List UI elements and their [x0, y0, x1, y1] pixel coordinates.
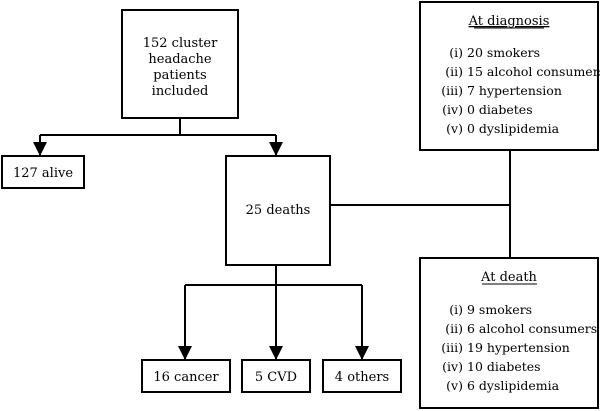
- death-item-text: 10 diabetes: [467, 359, 541, 374]
- diagnosis-item-num: (iv): [442, 102, 463, 117]
- node-deaths: 25 deaths: [225, 155, 331, 266]
- diagnosis-title: At diagnosis: [468, 14, 550, 29]
- death-item-num: (v): [446, 378, 463, 393]
- diagnosis-item-text: 7 hypertension: [467, 83, 562, 98]
- diagnosis-item-text: 0 dyslipidemia: [467, 121, 560, 136]
- death-item-num: (ii): [445, 321, 463, 336]
- diagnosis-item-text: 20 smokers: [467, 45, 540, 60]
- included-line-1: 152 cluster: [143, 36, 218, 51]
- death-item-text: 19 hypertension: [467, 340, 570, 355]
- node-at-diagnosis: At diagnosis (i) 20 smokers (ii) 15 alco…: [419, 1, 600, 151]
- alive-label: 127 alive: [13, 166, 73, 181]
- node-at-death: At death (i) 9 smokers (ii) 6 alcohol co…: [419, 257, 599, 409]
- diagnosis-item-num: (i): [449, 45, 463, 60]
- death-item-text: 6 alcohol consumers: [467, 321, 597, 336]
- connectors: [33, 118, 511, 360]
- death-item-num: (iv): [442, 359, 463, 374]
- cancer-label: 16 cancer: [153, 370, 219, 385]
- node-alive: 127 alive: [1, 155, 85, 189]
- node-others: 4 others: [322, 359, 402, 393]
- diagnosis-item-num: (iii): [441, 83, 463, 98]
- diagnosis-item-num: (ii): [445, 64, 463, 79]
- included-line-2: headache: [148, 52, 212, 67]
- diagnosis-item-num: (v): [446, 121, 463, 136]
- death-list: (i) 9 smokers (ii) 6 alcohol consumers (…: [441, 302, 597, 393]
- included-line-4: included: [152, 84, 209, 99]
- included-line-3: patients: [153, 68, 206, 83]
- diagnosis-item-text: 15 alcohol consumers: [467, 64, 600, 79]
- death-item-text: 9 smokers: [467, 302, 532, 317]
- node-cvd: 5 CVD: [241, 359, 311, 393]
- diagnosis-item-text: 0 diabetes: [467, 102, 533, 117]
- cvd-label: 5 CVD: [255, 370, 297, 385]
- deaths-label: 25 deaths: [246, 203, 311, 218]
- death-item-num: (i): [449, 302, 463, 317]
- death-item-num: (iii): [441, 340, 463, 355]
- death-title: At death: [480, 270, 538, 285]
- diagnosis-list: (i) 20 smokers (ii) 15 alcohol consumers…: [441, 45, 600, 136]
- node-cancer: 16 cancer: [141, 359, 231, 393]
- node-included: 152 cluster headache patients included: [121, 9, 239, 119]
- others-label: 4 others: [335, 370, 389, 385]
- death-item-text: 6 dyslipidemia: [467, 378, 560, 393]
